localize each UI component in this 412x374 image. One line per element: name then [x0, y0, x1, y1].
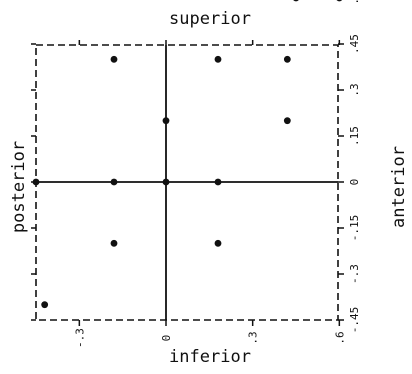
- data-point: [110, 55, 118, 63]
- data-point: [293, 0, 299, 2]
- data-point: [32, 178, 40, 186]
- x-axis-ticks: -.3 0 .3 .6: [73, 40, 346, 348]
- data-point: [162, 117, 170, 125]
- y-tick-label: .15: [348, 126, 361, 146]
- x-axis-label: inferior: [169, 347, 251, 367]
- data-point: [214, 55, 222, 63]
- y-tick-label: -.15: [348, 215, 361, 242]
- y-tick-label: -.45: [348, 307, 361, 334]
- data-point: [41, 301, 49, 309]
- data-point: [214, 178, 222, 186]
- data-point: [110, 178, 118, 186]
- y-tick-label: .3: [348, 83, 361, 96]
- y-tick-label: -.3: [348, 264, 361, 284]
- x-tick-label: .3: [247, 331, 260, 344]
- x-tick-label: -.3: [73, 328, 86, 348]
- y-axis-label-right: anterior: [389, 146, 409, 228]
- x-tick-label: 0: [160, 335, 173, 342]
- data-point: [110, 239, 118, 247]
- data-point: [336, 0, 343, 2]
- data-point: [214, 239, 222, 247]
- data-point: [283, 55, 291, 63]
- x-tick-label: .6: [333, 331, 346, 344]
- data-point: [162, 178, 170, 186]
- y-tick-label: .45: [348, 34, 361, 54]
- y-tick-label: 0: [348, 179, 361, 186]
- y-axis-ticks: .6 .45 .3 .15 0 -.15 -.3 -.45: [31, 0, 361, 333]
- data-points: [32, 0, 343, 309]
- chart-title: superior: [169, 9, 251, 29]
- y-tick-label: .6: [348, 0, 361, 5]
- y-axis-label-left: posterior: [9, 141, 29, 233]
- data-point: [283, 117, 291, 125]
